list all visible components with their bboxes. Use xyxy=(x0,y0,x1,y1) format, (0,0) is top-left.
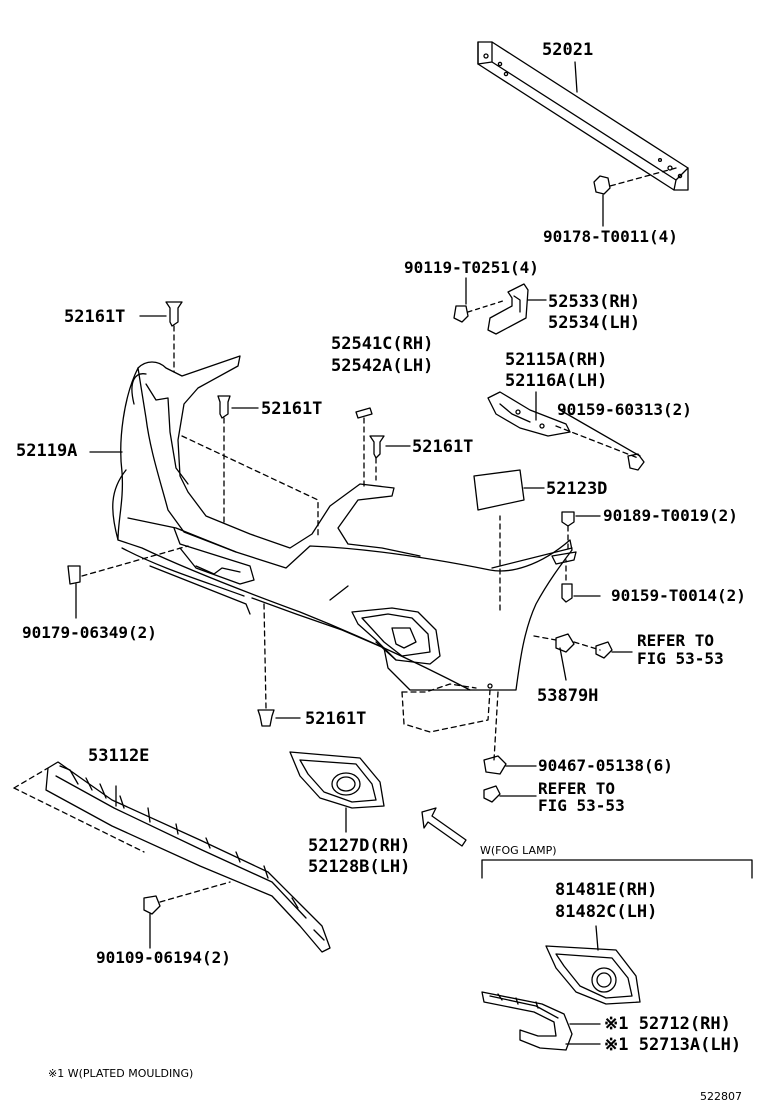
label-52128b-lh: 52128B(LH) xyxy=(308,857,411,877)
figure-id: 522807 xyxy=(700,1090,742,1103)
label-52542a-lh: 52542A(LH) xyxy=(331,356,434,376)
plate-52123d-drawing xyxy=(473,469,545,511)
fog-lamp-group-bracket xyxy=(481,859,753,879)
label-52534-lh: 52534(LH) xyxy=(548,313,641,333)
fog-cover-81481e-drawing xyxy=(545,925,641,1005)
label-52713a-lh: ※1 52713A(LH) xyxy=(604,1035,742,1055)
label-90159-60313: 90159-60313(2) xyxy=(557,400,692,419)
clips-lower-right-drawing xyxy=(483,755,537,803)
label-52161t-top: 52161T xyxy=(64,307,126,327)
label-fog-lamp-group: W(FOG LAMP) xyxy=(480,844,557,857)
label-90159-t0014: 90159-T0014(2) xyxy=(611,586,746,605)
label-52541c-rh: 52541C(RH) xyxy=(331,334,434,354)
label-52123d: 52123D xyxy=(546,479,608,499)
label-90467-05138: 90467-05138(6) xyxy=(538,756,673,775)
reinforcement-bar-drawing xyxy=(477,41,689,227)
label-52127d-rh: 52127D(RH) xyxy=(308,836,411,856)
clip-90179-drawing xyxy=(67,545,189,619)
label-refer-to-1: REFER TO xyxy=(637,631,715,650)
lower-moulding-53112e-drawing xyxy=(13,761,331,953)
label-52161t-right: 52161T xyxy=(412,437,474,457)
label-52116a-lh: 52116A(LH) xyxy=(505,371,608,391)
label-90189-t0019: 90189-T0019(2) xyxy=(603,506,738,525)
label-53112e: 53112E xyxy=(88,746,150,766)
label-52021: 52021 xyxy=(542,40,594,60)
fasteners-right-drawing xyxy=(561,511,601,603)
label-plated-moulding-note: ※1 W(PLATED MOULDING) xyxy=(48,1067,194,1080)
label-81481e-rh: 81481E(RH) xyxy=(555,880,658,900)
clip-52541c-drawing xyxy=(355,407,373,419)
label-fig-53-53-1: FIG 53-53 xyxy=(637,649,724,668)
label-52161t-bottom: 52161T xyxy=(305,709,367,729)
label-90119-t0251: 90119-T0251(4) xyxy=(404,258,539,277)
label-90179-06349: 90179-06349(2) xyxy=(22,623,157,642)
label-52712-rh: ※1 52712(RH) xyxy=(604,1014,731,1034)
label-53879h: 53879H xyxy=(537,686,599,706)
label-fig-53-53-2: FIG 53-53 xyxy=(538,796,625,815)
label-52115a-rh: 52115A(RH) xyxy=(505,350,608,370)
label-refer-to-2: REFER TO xyxy=(538,779,616,798)
direction-arrow-drawing xyxy=(421,807,467,847)
fog-cover-52127d-drawing xyxy=(289,751,385,833)
label-52161t-mid: 52161T xyxy=(261,399,323,419)
clip-52161t-drawings xyxy=(139,301,411,727)
label-81482c-lh: 81482C(LH) xyxy=(555,902,658,922)
label-90178-t0011: 90178-T0011(4) xyxy=(543,227,678,246)
label-52533-rh: 52533(RH) xyxy=(548,292,641,312)
label-52119a: 52119A xyxy=(16,441,78,461)
bumper-cover-drawing xyxy=(89,355,577,761)
retainer-53879h-drawing xyxy=(533,633,633,681)
bracket-52115a-drawing xyxy=(487,391,645,471)
plated-moulding-52712-drawing xyxy=(481,991,601,1051)
label-90109-06194: 90109-06194(2) xyxy=(96,948,231,967)
bracket-52533-drawing xyxy=(453,277,547,335)
